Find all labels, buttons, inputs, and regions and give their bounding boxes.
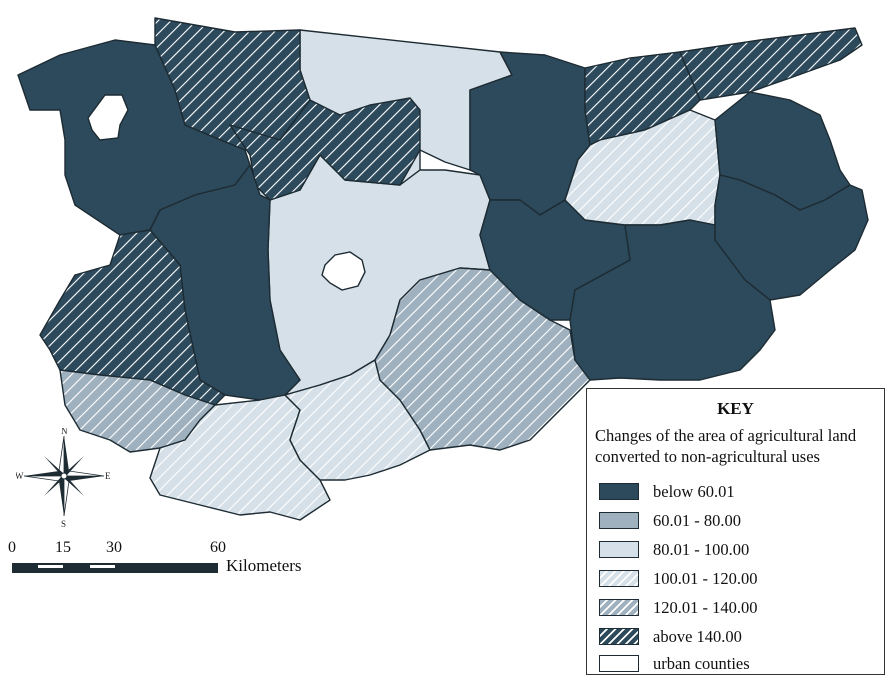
legend-label: 60.01 - 80.00 bbox=[653, 511, 741, 530]
legend-swatch bbox=[599, 483, 639, 500]
region-south-central bbox=[284, 359, 431, 481]
legend-swatch bbox=[599, 628, 639, 645]
scale-tick-30: 30 bbox=[106, 539, 122, 556]
legend-title: KEY bbox=[717, 399, 754, 418]
legend-swatch bbox=[599, 541, 639, 558]
region-far-northeast-hatched bbox=[679, 27, 863, 101]
legend-swatch bbox=[599, 599, 639, 616]
region-southeast bbox=[569, 219, 776, 381]
scale-bar bbox=[12, 563, 218, 573]
urban-county-central bbox=[321, 251, 366, 291]
legend-swatch bbox=[599, 570, 639, 587]
legend-label: 120.01 - 140.00 bbox=[653, 598, 758, 617]
legend-label: 100.01 - 120.00 bbox=[653, 569, 758, 588]
compass-e: E bbox=[105, 471, 111, 481]
compass-s: S bbox=[61, 519, 66, 528]
legend-item: 100.01 - 120.00 bbox=[587, 568, 884, 590]
region-south-west bbox=[149, 394, 331, 521]
scale-tick-15: 15 bbox=[55, 539, 71, 556]
legend-swatch bbox=[599, 655, 639, 672]
urban-county-west bbox=[87, 94, 129, 141]
legend-item: 60.01 - 80.00 bbox=[587, 510, 884, 532]
compass-n: N bbox=[61, 428, 68, 436]
scale-tick-60: 60 bbox=[210, 539, 226, 556]
legend-label: urban counties bbox=[653, 654, 750, 673]
legend-description: Changes of the area of agricultural land… bbox=[595, 426, 857, 466]
legend-item: 80.01 - 100.00 bbox=[587, 539, 884, 561]
scale-tick-0: 0 bbox=[8, 539, 16, 556]
legend-label: 80.01 - 100.00 bbox=[653, 540, 750, 559]
legend-label: below 60.01 bbox=[653, 482, 735, 501]
legend-item: below 60.01 bbox=[587, 481, 884, 503]
legend-label: above 140.00 bbox=[653, 627, 742, 646]
map-legend: KEY Changes of the area of agricultural … bbox=[586, 388, 885, 675]
legend-swatch bbox=[599, 512, 639, 529]
legend-item: above 140.00 bbox=[587, 626, 884, 648]
scale-unit: Kilometers bbox=[226, 556, 302, 575]
legend-item: 120.01 - 140.00 bbox=[587, 597, 884, 619]
compass-rose: N S E W bbox=[16, 428, 111, 528]
compass-w: W bbox=[16, 471, 24, 481]
legend-item: urban counties bbox=[587, 653, 884, 675]
region-north-central-hatched bbox=[229, 97, 421, 201]
